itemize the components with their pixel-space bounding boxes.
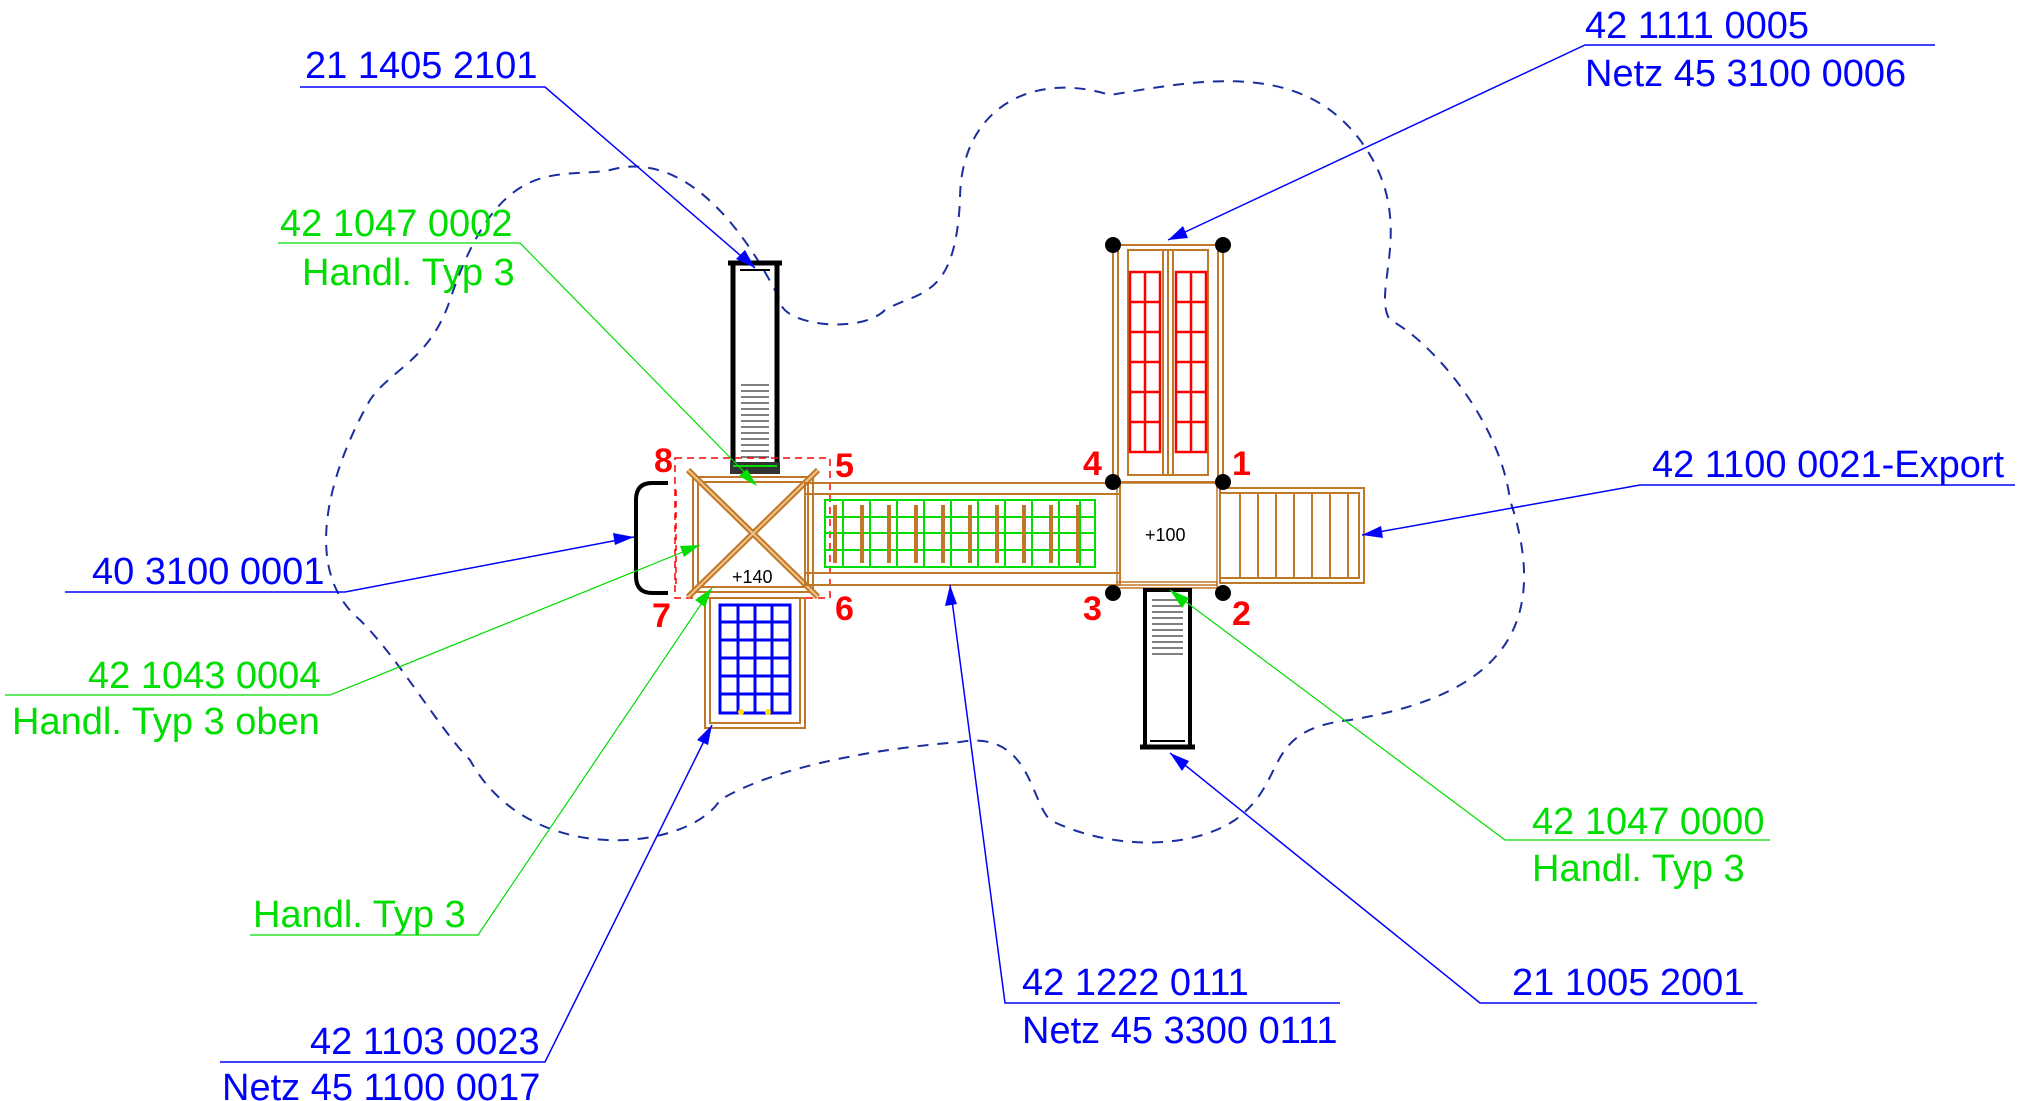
net-left-bottom	[704, 597, 806, 729]
arrow-head	[1168, 226, 1188, 240]
label-slide-top: 21 1405 2101	[305, 45, 537, 87]
label-handl-top-name: Handl. Typ 3	[302, 252, 515, 294]
post-icon	[1215, 237, 1231, 253]
net-top-right	[1112, 244, 1224, 483]
post-number-4: 4	[1083, 445, 1102, 483]
label-net-top-net: Netz 45 3100 0006	[1585, 53, 1906, 95]
post-number-5: 5	[835, 447, 854, 485]
label-handl-right-name: Handl. Typ 3	[1532, 848, 1745, 890]
post-number-8: 8	[654, 442, 673, 480]
leader-net-top	[1167, 44, 1935, 241]
post-number-6: 6	[835, 590, 854, 628]
platform-left	[674, 457, 831, 600]
arrow-head	[1362, 526, 1383, 538]
leader-slide-top	[300, 86, 756, 269]
leader-handl-top	[278, 242, 756, 484]
slide-bottom	[1140, 588, 1195, 750]
post-icon	[1105, 474, 1121, 490]
leader-tunnel	[65, 536, 635, 593]
arrow-head	[695, 588, 712, 607]
post-icon	[1215, 585, 1231, 601]
leader-export	[1361, 484, 2015, 536]
post-number-3: 3	[1083, 590, 1102, 628]
post-number-2: 2	[1232, 595, 1251, 633]
arrow-head	[945, 585, 957, 606]
post-icon	[1105, 585, 1121, 601]
arrow-head	[1170, 753, 1189, 771]
label-bridge-code: 42 1222 0111	[1022, 962, 1249, 1004]
leader-bridge	[949, 584, 1340, 1004]
label-bridge-net: Netz 45 3300 0111	[1022, 1010, 1338, 1052]
arrow-head	[613, 533, 634, 545]
post-icon	[1105, 237, 1121, 253]
leader-handl-left	[250, 587, 713, 936]
label-slide-bottom: 21 1005 2001	[1512, 962, 1744, 1004]
arrow-head	[1170, 590, 1189, 608]
label-net-left-net: Netz 45 1100 0017	[222, 1067, 540, 1101]
label-handl-oben-name: Handl. Typ 3 oben	[12, 701, 320, 743]
elevation-right: +100	[1145, 525, 1186, 545]
leader-net-left	[220, 724, 713, 1063]
leader-handl-right	[1169, 589, 1770, 841]
arrow-head	[697, 725, 712, 745]
label-export: 42 1100 0021-Export	[1652, 444, 2005, 486]
label-handl-top-code: 42 1047 0002	[280, 203, 512, 245]
arrow-head	[739, 469, 757, 486]
post-icons	[1105, 237, 1231, 601]
tunnel-element	[634, 481, 668, 595]
label-tunnel: 40 3100 0001	[92, 551, 324, 593]
post-number-1: 1	[1232, 445, 1251, 483]
label-net-left-code: 42 1103 0023	[310, 1021, 540, 1063]
climbing-wall-right	[1219, 487, 1365, 584]
label-net-top-code: 42 1111 0005	[1585, 5, 1809, 47]
label-handl-left-name: Handl. Typ 3	[253, 894, 466, 936]
bridge-net	[804, 482, 1121, 586]
slide-top	[728, 260, 782, 473]
label-handl-right-code: 42 1047 0000	[1532, 801, 1764, 843]
elevation-left: +140	[732, 567, 773, 587]
arrow-head	[680, 545, 700, 557]
leader-slide-bottom	[1169, 752, 1757, 1004]
safety-zone-outline	[325, 80, 1526, 844]
label-handl-oben-code: 42 1043 0004	[88, 655, 320, 697]
post-icon	[1215, 474, 1231, 490]
leader-handl-oben	[5, 544, 701, 696]
post-number-7: 7	[652, 597, 671, 635]
arrow-head	[736, 250, 755, 268]
